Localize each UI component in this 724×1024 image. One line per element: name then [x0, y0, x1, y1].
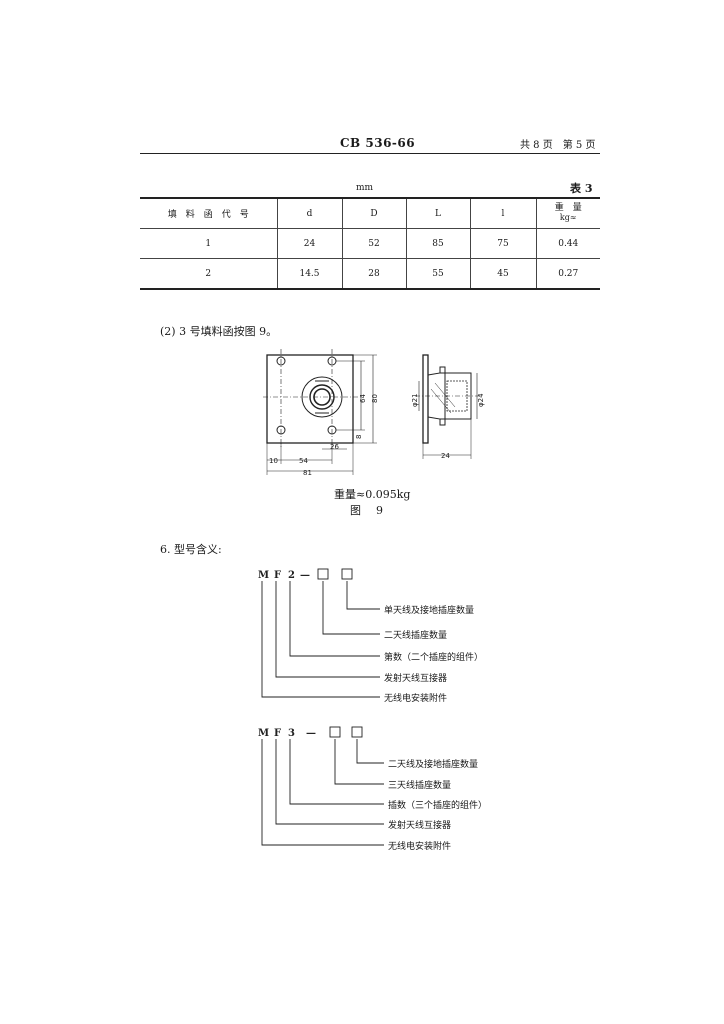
model2-desc-3: 插数（三个插座的组件）: [388, 801, 488, 811]
cell-L: 55: [405, 258, 471, 290]
dim-8: 8: [355, 435, 363, 439]
model2-digit: 3: [288, 728, 295, 739]
dim-phi24: φ24: [477, 393, 485, 407]
model1-desc-4: 发射天线互接器: [384, 674, 448, 684]
figure-note: (2) 3 号填料函按图 9。: [160, 325, 278, 338]
figure-weight: 重量≈0.095kg: [334, 488, 411, 501]
model1-letter-m: M: [258, 570, 269, 581]
model-1: M F 2 —: [258, 568, 380, 698]
dim-10: 10: [269, 457, 278, 465]
model2-desc-1: 二天线及接地插座数量: [388, 760, 479, 770]
model2-desc-5: 无线电安装附件: [388, 842, 452, 852]
cell-d: 14.5: [276, 258, 343, 290]
cell-weight: 0.27: [535, 258, 600, 290]
model-designation-diagram: M F 2 — M F 3 —: [258, 568, 384, 846]
dim-24: 24: [441, 452, 450, 460]
cell-code: 2: [140, 258, 278, 290]
col-header-L: L: [405, 197, 471, 229]
page-indicator: 共 8 页 第 5 页: [520, 140, 596, 151]
cell-D: 28: [341, 258, 407, 290]
col-header-l: l: [469, 197, 537, 229]
model2-box-2: [351, 726, 363, 738]
model2-letter-m: M: [258, 728, 269, 739]
section-title: 6. 型号含义:: [160, 543, 222, 556]
model2-desc-2: 三天线插座数量: [388, 781, 452, 791]
model2-desc-4: 发射天线互接器: [388, 821, 452, 831]
cell-l: 45: [469, 258, 537, 290]
weight-header-label: 重 量: [554, 203, 582, 214]
model1-letter-f: F: [274, 570, 281, 581]
table-label: 表 3: [570, 182, 593, 195]
cell-weight: 0.44: [535, 228, 600, 259]
table-row: 2 14.5 28 55 45 0.27: [140, 258, 600, 290]
model2-letter-f: F: [274, 728, 281, 739]
model1-desc-5: 无线电安装附件: [384, 694, 448, 704]
spec-table: 填 料 函 代 号 d D L l 重 量 kg≈ 1 24 52 85 75 …: [140, 197, 600, 290]
front-view: [263, 349, 377, 475]
dim-54: 54: [299, 457, 308, 465]
dim-26: 26: [330, 443, 339, 451]
figure-9-drawing: 64 80 8 26 10 54 81 24 φ21 φ24: [263, 349, 485, 477]
dim-80: 80: [371, 394, 379, 403]
model2-dash: —: [306, 728, 316, 739]
dim-64: 64: [359, 394, 367, 403]
cell-L: 85: [405, 228, 471, 259]
col-header-d: d: [276, 197, 343, 229]
model1-desc-2: 二天线插座数量: [384, 631, 448, 641]
model1-desc-3: 第数（二个插座的组件）: [384, 653, 484, 663]
cell-l: 75: [469, 228, 537, 259]
table-unit: mm: [356, 183, 374, 193]
table-row: 1 24 52 85 75 0.44: [140, 228, 600, 259]
side-view: [415, 354, 481, 459]
dim-81: 81: [303, 469, 312, 477]
header-rule: [140, 153, 600, 154]
weight-header-unit: kg≈: [559, 213, 577, 223]
cell-D: 52: [341, 228, 407, 259]
col-header-D: D: [341, 197, 407, 229]
dim-phi21: φ21: [411, 393, 419, 407]
model1-desc-1: 单天线及接地插座数量: [384, 606, 475, 616]
model-2: M F 3 —: [258, 726, 384, 846]
model1-box-2: [341, 568, 353, 580]
model1-dash: —: [300, 570, 310, 581]
col-header-code: 填 料 函 代 号: [140, 197, 278, 229]
table-header-row: 填 料 函 代 号 d D L l 重 量 kg≈: [140, 197, 600, 229]
model2-box-1: [329, 726, 341, 738]
cell-code: 1: [140, 228, 278, 259]
figure-caption: 图 9: [350, 504, 385, 517]
cell-d: 24: [276, 228, 343, 259]
model1-digit: 2: [288, 570, 295, 581]
col-header-weight: 重 量 kg≈: [535, 197, 600, 229]
model1-box-1: [317, 568, 329, 580]
standard-number: CB 536-66: [340, 136, 416, 150]
